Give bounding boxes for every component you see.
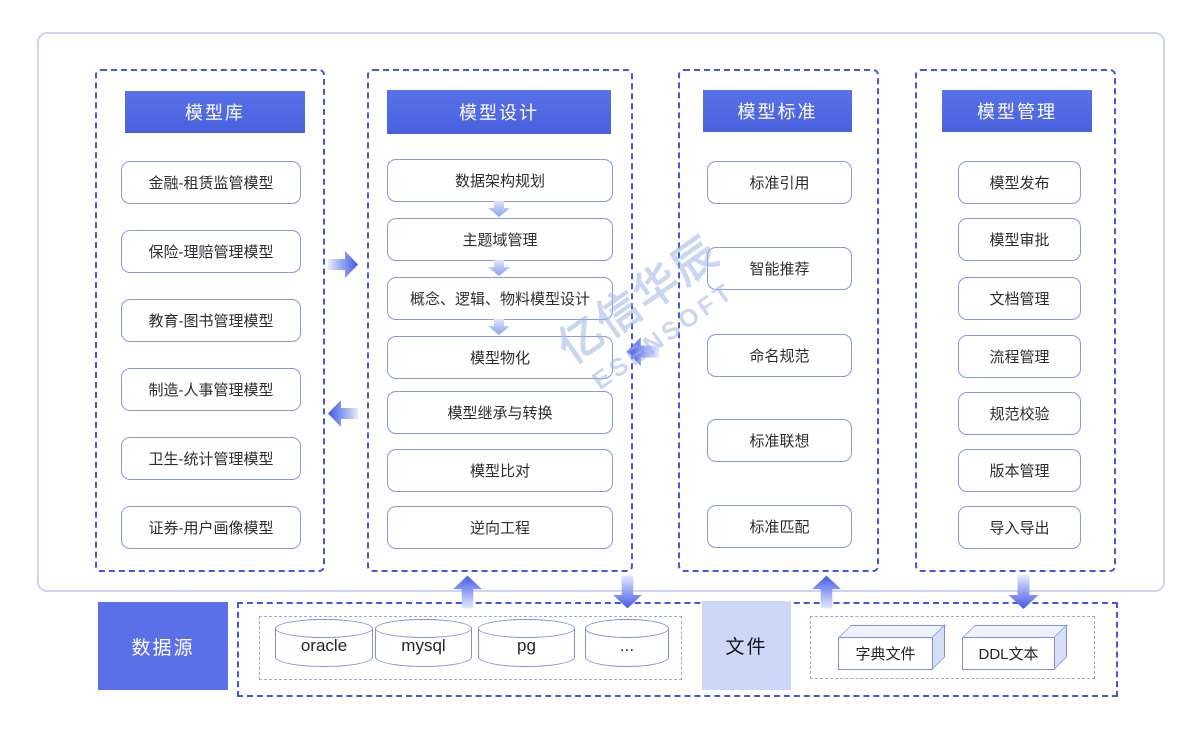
model-design-item: 数据架构规划	[387, 159, 613, 202]
arrow-down-icon	[1008, 575, 1039, 609]
dict-file-label: 字典文件	[855, 646, 916, 663]
database-cylinder-pg: pg	[477, 619, 576, 667]
arrow-left-icon	[626, 337, 660, 366]
model-management-item: 流程管理	[958, 335, 1081, 378]
database-cylinder-oracle: oracle	[274, 619, 374, 667]
column-model-design: 模型设计 数据架构规划 主题域管理 概念、逻辑、物料模型设计 模型物化 模型继承…	[367, 69, 633, 572]
ddl-text-box: DDL文本	[961, 623, 1068, 670]
arrow-right-icon	[328, 251, 358, 278]
model-management-item: 文档管理	[958, 277, 1081, 320]
model-standard-item: 智能推荐	[707, 247, 852, 290]
box-top-face	[837, 625, 946, 638]
flow-arrow-down-icon	[488, 260, 510, 276]
arrow-left-icon	[328, 400, 358, 427]
ddl-text-label: DDL文本	[978, 646, 1039, 663]
box-top-face	[961, 625, 1068, 638]
database-label: mysql	[401, 636, 446, 655]
column-model-library: 模型库 金融-租赁监管模型 保险-理赔管理模型 教育-图书管理模型 制造-人事管…	[95, 69, 325, 572]
column-header-model-library: 模型库	[125, 91, 305, 133]
database-label: oracle	[300, 636, 348, 655]
model-design-item: 概念、逻辑、物料模型设计	[387, 277, 613, 320]
flow-arrow-down-icon	[488, 201, 510, 217]
model-management-item: 模型审批	[958, 218, 1081, 261]
datasource-box: 数据源	[98, 602, 228, 690]
file-box: 文件	[702, 601, 791, 690]
dict-file-box: 字典文件	[837, 623, 946, 670]
model-library-item: 制造-人事管理模型	[121, 368, 301, 411]
model-standard-item: 标准引用	[707, 161, 852, 204]
database-cylinder-mysql: mysql	[374, 619, 473, 667]
column-header-model-standard: 模型标准	[703, 90, 852, 132]
model-library-item: 保险-理赔管理模型	[121, 230, 301, 273]
model-library-item: 证券-用户画像模型	[121, 506, 301, 549]
database-group	[259, 616, 682, 680]
database-label: pg	[517, 636, 536, 655]
database-label: ...	[619, 636, 635, 655]
column-model-standard: 模型标准 标准引用 智能推荐 命名规范 标准联想 标准匹配	[678, 69, 879, 572]
model-management-item: 导入导出	[958, 506, 1081, 549]
arrow-up-icon	[453, 575, 482, 609]
model-design-item: 主题域管理	[387, 218, 613, 261]
arrow-down-icon	[613, 575, 642, 609]
model-standard-item: 标准匹配	[707, 505, 852, 548]
column-header-model-design: 模型设计	[387, 90, 611, 134]
file-group	[810, 616, 1095, 679]
column-model-management: 模型管理 模型发布 模型审批 文档管理 流程管理 规范校验 版本管理 导入导出	[915, 69, 1116, 572]
model-design-item: 模型物化	[387, 336, 613, 379]
database-cylinder-more: ...	[584, 619, 670, 667]
model-library-item: 教育-图书管理模型	[121, 299, 301, 342]
model-design-item: 逆向工程	[387, 506, 613, 549]
source-group	[237, 602, 1118, 697]
model-standard-item: 命名规范	[707, 334, 852, 377]
model-design-item: 模型继承与转换	[387, 391, 613, 434]
model-standard-item: 标准联想	[707, 419, 852, 462]
model-library-item: 金融-租赁监管模型	[121, 161, 301, 204]
model-management-item: 版本管理	[958, 449, 1081, 492]
model-management-item: 规范校验	[958, 392, 1081, 435]
model-library-item: 卫生-统计管理模型	[121, 437, 301, 480]
model-management-item: 模型发布	[958, 161, 1081, 204]
flow-arrow-down-icon	[488, 319, 510, 335]
column-header-model-management: 模型管理	[942, 90, 1092, 132]
arrow-up-icon	[812, 575, 841, 609]
model-design-item: 模型比对	[387, 449, 613, 492]
